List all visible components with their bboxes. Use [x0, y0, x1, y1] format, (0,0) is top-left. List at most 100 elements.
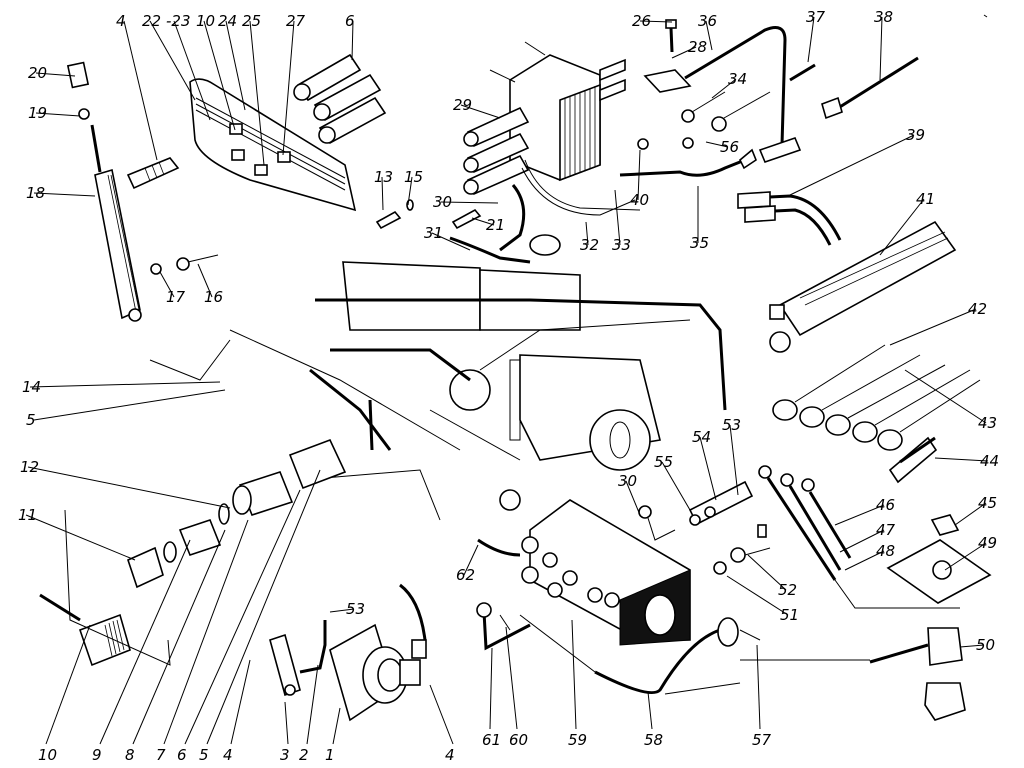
bolts-13-21 [375, 199, 482, 230]
leader-line [489, 647, 493, 730]
leader-line [699, 436, 717, 501]
leader-line [705, 141, 729, 148]
leader-line [944, 542, 987, 571]
callout-number: 38 [874, 8, 893, 26]
callout-62: 62 [456, 544, 479, 584]
leader-line [206, 469, 321, 745]
callout-number: 5 [199, 746, 209, 764]
leader-line [471, 217, 495, 226]
leader-line [959, 644, 985, 648]
callout-48: 48 [844, 542, 895, 571]
callout-26: 26 [632, 12, 673, 30]
callout-number: 30 [433, 193, 452, 211]
callout-number: 53 [346, 600, 365, 618]
callout-36: 36 [698, 12, 717, 51]
callout-50: 50 [959, 636, 995, 654]
callout-number: 22 [142, 12, 161, 30]
callout-43: 43 [904, 369, 997, 432]
callout-11: 11 [18, 506, 136, 561]
pipes-30-33 [449, 159, 641, 264]
callout-52: 52 [747, 554, 797, 599]
callout-59: 59 [568, 619, 587, 749]
leader-line [834, 504, 885, 526]
callout-12: 12 [20, 458, 231, 509]
leader-line [661, 461, 691, 511]
leader-line [889, 308, 977, 346]
bracket-28 [643, 19, 692, 93]
callout-42: 42 [889, 300, 987, 346]
callout-number: 54 [692, 428, 711, 446]
leader-line [306, 664, 319, 745]
leader-line [747, 554, 787, 591]
callout-number: 34 [728, 70, 747, 88]
callout-number: 21 [486, 216, 505, 234]
callout-number: 4 [445, 746, 455, 764]
leader-line [934, 457, 989, 462]
callout-number: 42 [968, 300, 987, 318]
callout-61: 61 [482, 647, 501, 749]
leader-line [625, 480, 641, 516]
leader-line [460, 104, 501, 119]
callout-32: 32 [580, 221, 599, 254]
leader-line [33, 192, 96, 197]
callout-16: 16 [197, 263, 223, 306]
callout-24: 24 [218, 12, 246, 111]
callout-22: 22 [142, 12, 196, 101]
callout-20: 20 [28, 64, 76, 82]
leader-line [351, 20, 354, 61]
leader-line [954, 502, 987, 526]
callout-number: 16 [204, 288, 223, 306]
callout-4: 4 [116, 12, 158, 161]
callout-number: 30 [618, 472, 637, 490]
leader-line [440, 201, 499, 204]
hydraulic-cylinder-41 [769, 220, 957, 353]
fittings-34-56-40 [637, 91, 771, 150]
callout-23: -23 [166, 12, 211, 121]
callout-30: 30 [433, 193, 499, 211]
callout-31: 31 [424, 224, 471, 251]
callout-number: 46 [876, 496, 895, 514]
leader-line [27, 466, 231, 509]
callout-46: 46 [834, 496, 895, 526]
leader-line [726, 575, 789, 616]
callout-49: 49 [944, 534, 997, 571]
callout-number: 14 [22, 378, 41, 396]
pipe-36 [684, 26, 802, 163]
fitting-4-top [126, 157, 180, 190]
callout-6: 6 [345, 12, 355, 61]
leader-line [729, 424, 739, 496]
callout-number: 31 [424, 224, 443, 242]
pipe-bracket-assembly [189, 78, 357, 212]
callout-number: 55 [654, 453, 673, 471]
callout-number: 47 [876, 521, 896, 539]
leader-line [123, 20, 158, 161]
callout-51: 51 [726, 575, 799, 624]
callout-number: 15 [404, 168, 423, 186]
callout-number: -23 [166, 12, 191, 30]
callout-number: 28 [688, 38, 707, 56]
callout-number: 61 [482, 731, 501, 749]
leader-line [614, 189, 621, 246]
callout-19: 19 [28, 104, 81, 122]
callout-3: 3 [280, 701, 290, 764]
callout-number: 36 [698, 12, 717, 30]
callout-number: 51 [780, 606, 799, 624]
callout-38: 38 [874, 8, 893, 81]
callout-53: 53 [329, 600, 365, 618]
leader-line [203, 20, 236, 131]
callout-number: 12 [20, 458, 39, 476]
callout-25: 25 [242, 12, 265, 166]
callout-number: 43 [978, 414, 997, 432]
leader-line [879, 16, 883, 81]
callout-number: 10 [38, 746, 57, 764]
fittings-51-55 [638, 480, 771, 575]
callout-45: 45 [954, 494, 997, 526]
callout-number: 6 [345, 12, 355, 30]
callout-number: 8 [125, 746, 135, 764]
callout-10: 10 [38, 624, 91, 764]
callout-44: 44 [934, 452, 999, 470]
mount-plate-49 [869, 514, 992, 721]
callout-35: 35 [690, 186, 709, 252]
callout-number: 53 [722, 416, 741, 434]
